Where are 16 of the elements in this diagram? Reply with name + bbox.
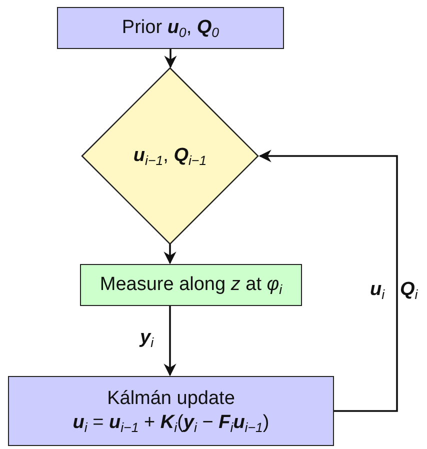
process-box [57,7,284,49]
arrow [164,244,176,264]
node-label: u$_{i−1}$, Q$_{i−1}$ [133,144,207,168]
arrow [258,150,398,412]
node-label: Prior u$_{0}$, Q$_{0}$ [122,16,220,40]
signal-label: u$_{i}$ [370,280,385,299]
signal-label: Q$_{i}$ [400,280,418,299]
arrow [164,49,177,68]
decision-diamond [82,68,258,244]
process-box [8,376,334,446]
process-box [80,264,302,306]
edge-label: y$_{i}$ [140,328,154,347]
node-label: Measure along z at φ$_{i}$ [100,273,282,297]
node-label: Kálmán update [107,387,235,411]
arrow [164,306,176,376]
formula-text: u$_{i}$ = u$_{i−1}$ + K$_{i}$(y$_{i}$ − F$_{i}$u$_{i−1}$) [72,411,270,435]
